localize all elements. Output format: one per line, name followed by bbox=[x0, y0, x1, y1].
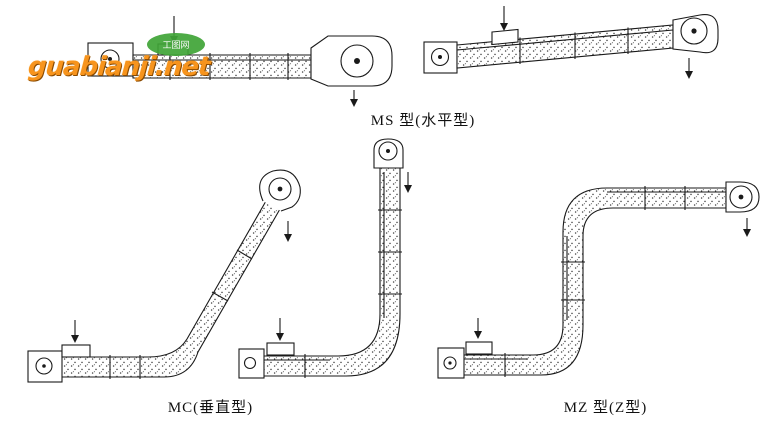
trough bbox=[461, 187, 727, 376]
site-watermark-badge: 工图网 bbox=[147, 33, 205, 56]
mc-inclined-conveyor bbox=[27, 169, 301, 383]
feed-arrow-icon bbox=[500, 6, 508, 31]
ms-horizontal-conveyor-right bbox=[423, 6, 719, 79]
inlet-hopper bbox=[61, 344, 91, 358]
site-watermark: guabianji.net bbox=[26, 52, 211, 82]
discharge-arrow-icon bbox=[685, 58, 693, 79]
caption-mz-type: MZ 型(Z型) bbox=[563, 400, 648, 416]
trough bbox=[261, 165, 401, 377]
inlet-hopper bbox=[266, 342, 295, 356]
feed-arrow-icon bbox=[474, 318, 482, 339]
caption-ms-type: MS 型(水平型) bbox=[370, 113, 476, 129]
inlet-hopper bbox=[491, 28, 519, 46]
discharge-arrow-icon bbox=[350, 90, 358, 107]
discharge-arrow-icon bbox=[743, 218, 751, 237]
caption-mc-type: MC(垂直型) bbox=[167, 400, 254, 416]
mc-vertical-conveyor bbox=[238, 138, 412, 379]
tail-housing bbox=[27, 350, 63, 383]
discharge-arrow-icon bbox=[284, 221, 292, 242]
feed-arrow-icon bbox=[71, 320, 79, 343]
inlet-hopper bbox=[465, 341, 493, 355]
mz-z-conveyor bbox=[437, 181, 760, 379]
feed-arrow-icon bbox=[276, 318, 284, 341]
discharge-arrow-icon bbox=[404, 172, 412, 193]
tail-wheel bbox=[243, 356, 257, 370]
ms-horizontal-conveyor-left bbox=[87, 16, 393, 107]
